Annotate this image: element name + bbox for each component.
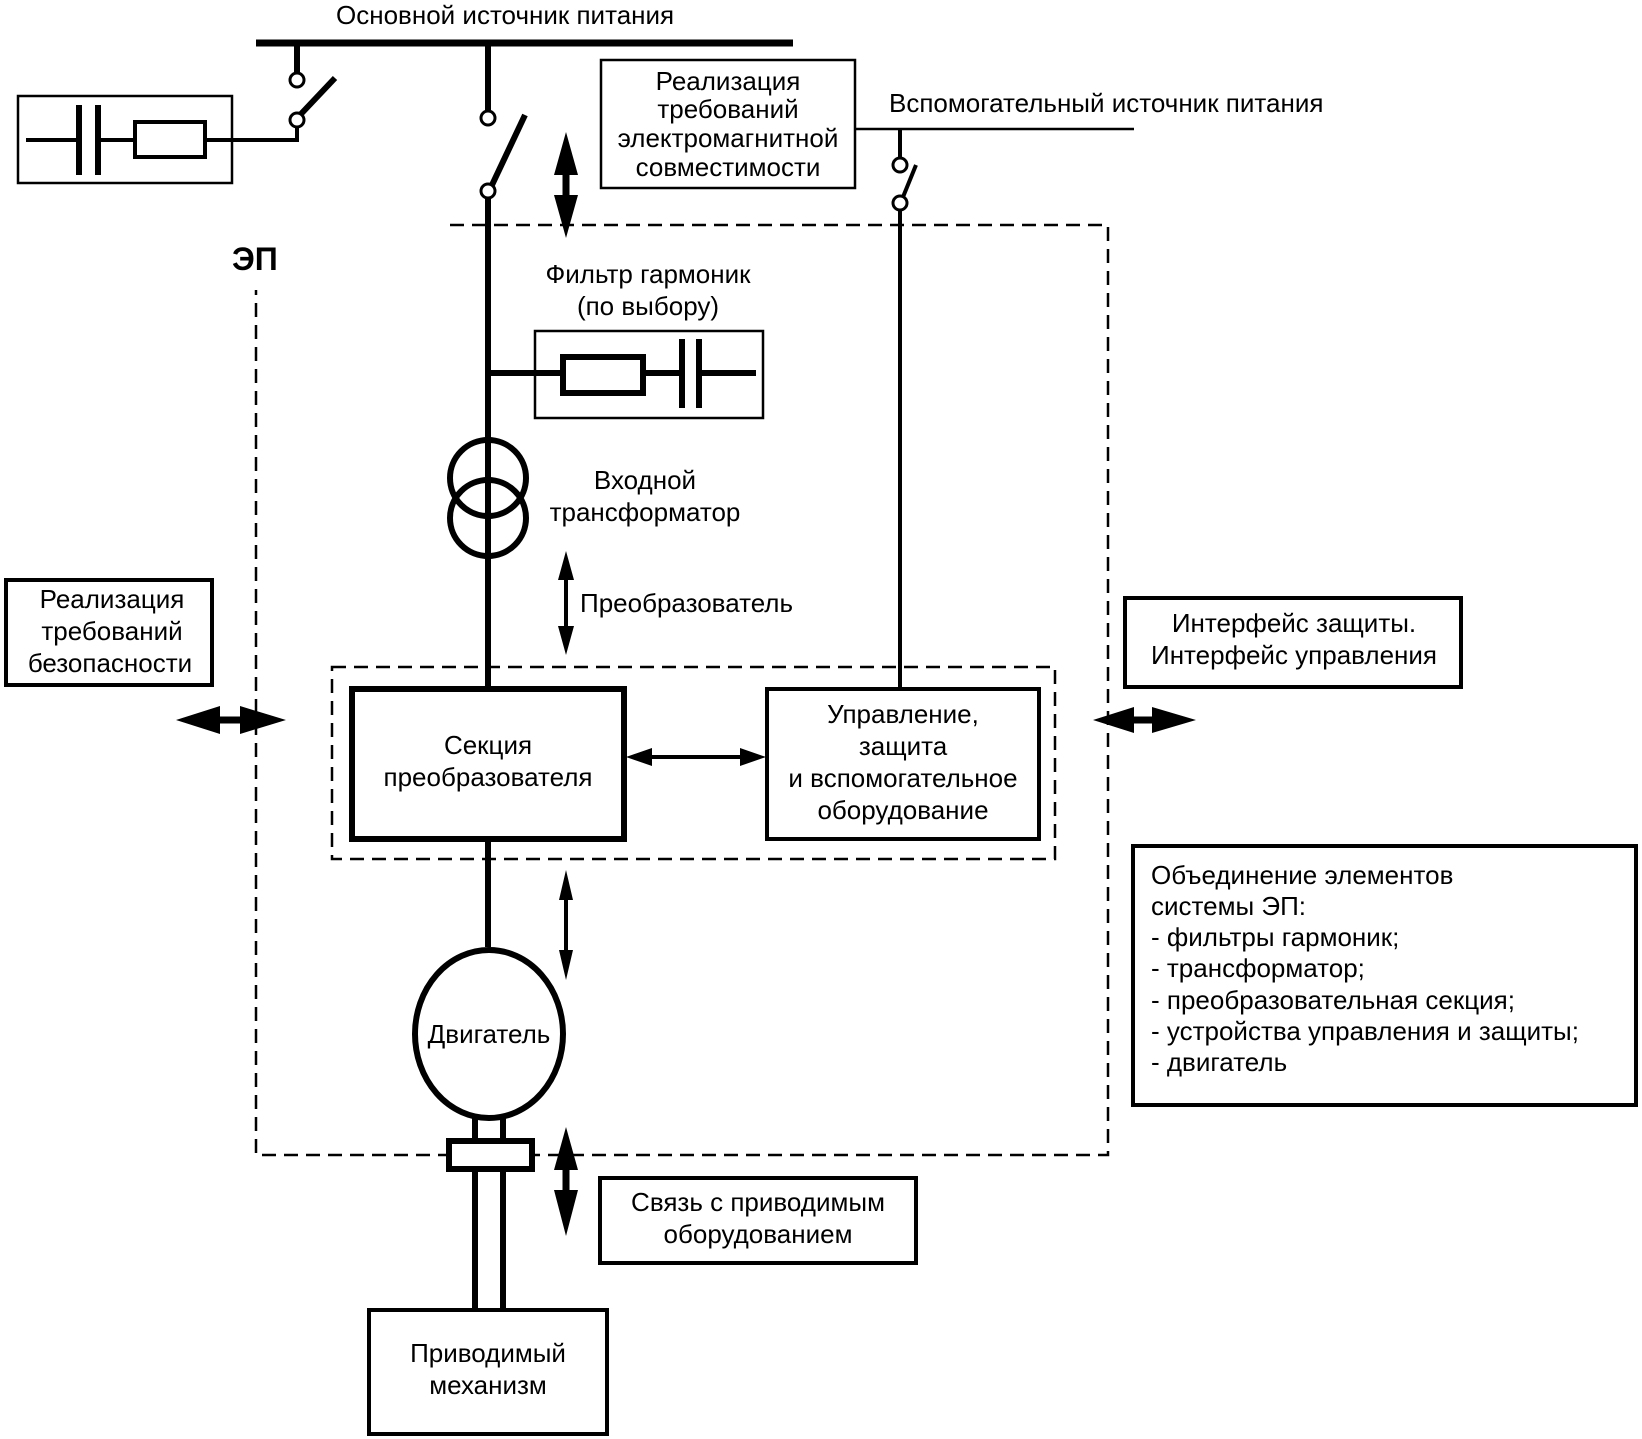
system-boundary (254, 223, 1110, 1157)
integration-box: Объединение элементов системы ЭП: - филь… (1131, 844, 1638, 1107)
svg-text:Интерфейс управления: Интерфейс управления (1151, 640, 1437, 670)
svg-text:и вспомогательное: и вспомогательное (788, 763, 1017, 793)
aux-supply-label: Вспомогательный источник питания (889, 88, 1323, 118)
integration-item: - преобразовательная секция; (1151, 985, 1515, 1015)
svg-text:требований: требований (657, 94, 798, 124)
svg-text:оборудованием: оборудованием (664, 1219, 853, 1249)
safety-requirements-box: Реализация требований безопасности (4, 578, 214, 687)
svg-text:Интерфейс защиты.: Интерфейс защиты. (1172, 608, 1416, 638)
driven-mechanism-box: Приводимый механизм (367, 1308, 609, 1436)
harmonic-filter-box (488, 329, 765, 420)
main-supply-filter-switch (230, 43, 338, 142)
svg-text:Объединение элементов: Объединение элементов (1151, 860, 1453, 890)
svg-text:Приводимый: Приводимый (410, 1338, 566, 1368)
section-link-double-arrow-icon (626, 748, 766, 766)
driven-link-double-arrow-icon (554, 1127, 578, 1236)
harmonic-filter-label-2: (по выбору) (577, 291, 719, 321)
harmonic-filter-label-1: Фильтр гармоник (546, 259, 752, 289)
converter-double-arrow-icon (558, 551, 574, 655)
system-label: ЭП (232, 241, 278, 277)
transformer-label-1: Входной (594, 465, 696, 495)
emc-double-arrow-icon (554, 132, 578, 238)
svg-text:безопасности: безопасности (28, 648, 192, 678)
driven-equipment-link-box: Связь с приводимым оборудованием (598, 1176, 918, 1265)
integration-item: - устройства управления и защиты; (1151, 1016, 1579, 1046)
motor-double-arrow-icon (559, 870, 573, 980)
converter-section-box: Секция преобразователя (349, 686, 627, 842)
svg-text:требований: требований (41, 616, 182, 646)
control-protection-box: Управление, защита и вспомогательное обо… (765, 687, 1041, 841)
motor-label: Двигатель (428, 1019, 551, 1049)
integration-item: - двигатель (1151, 1047, 1287, 1077)
main-switch (479, 43, 528, 200)
coupling-icon (446, 1118, 535, 1172)
motor-icon (412, 947, 566, 1121)
aux-switch (891, 129, 918, 212)
emc-filter-box (16, 94, 234, 185)
svg-text:Связь с приводимым: Связь с приводимым (631, 1187, 885, 1217)
transformer-label-2: трансформатор (550, 497, 741, 527)
shaft-icon (472, 1169, 506, 1308)
emc-requirements-box: Реализация требований электромагнитной с… (599, 58, 857, 190)
svg-text:Реализация: Реализация (656, 66, 801, 96)
converter-group-boundary (330, 665, 1057, 861)
safety-double-arrow-icon (176, 706, 286, 734)
integration-item: - фильтры гармоник; (1151, 922, 1399, 952)
svg-text:преобразователя: преобразователя (384, 762, 593, 792)
main-supply-label: Основной источник питания (336, 0, 674, 30)
interface-double-arrow-icon (1093, 707, 1196, 733)
svg-text:электромагнитной: электромагнитной (618, 123, 839, 153)
svg-text:механизм: механизм (429, 1370, 547, 1400)
svg-text:защита: защита (859, 731, 948, 761)
svg-text:Реализация: Реализация (40, 584, 185, 614)
transformer-icon (447, 437, 529, 559)
interface-box: Интерфейс защиты. Интерфейс управления (1123, 596, 1463, 689)
svg-text:совместимости: совместимости (636, 152, 821, 182)
svg-text:Управление,: Управление, (827, 699, 979, 729)
svg-text:оборудование: оборудование (817, 795, 988, 825)
integration-item: - трансформатор; (1151, 953, 1365, 983)
svg-text:Секция: Секция (444, 730, 532, 760)
converter-label: Преобразователь (580, 588, 793, 618)
svg-text:системы ЭП:: системы ЭП: (1151, 891, 1306, 921)
